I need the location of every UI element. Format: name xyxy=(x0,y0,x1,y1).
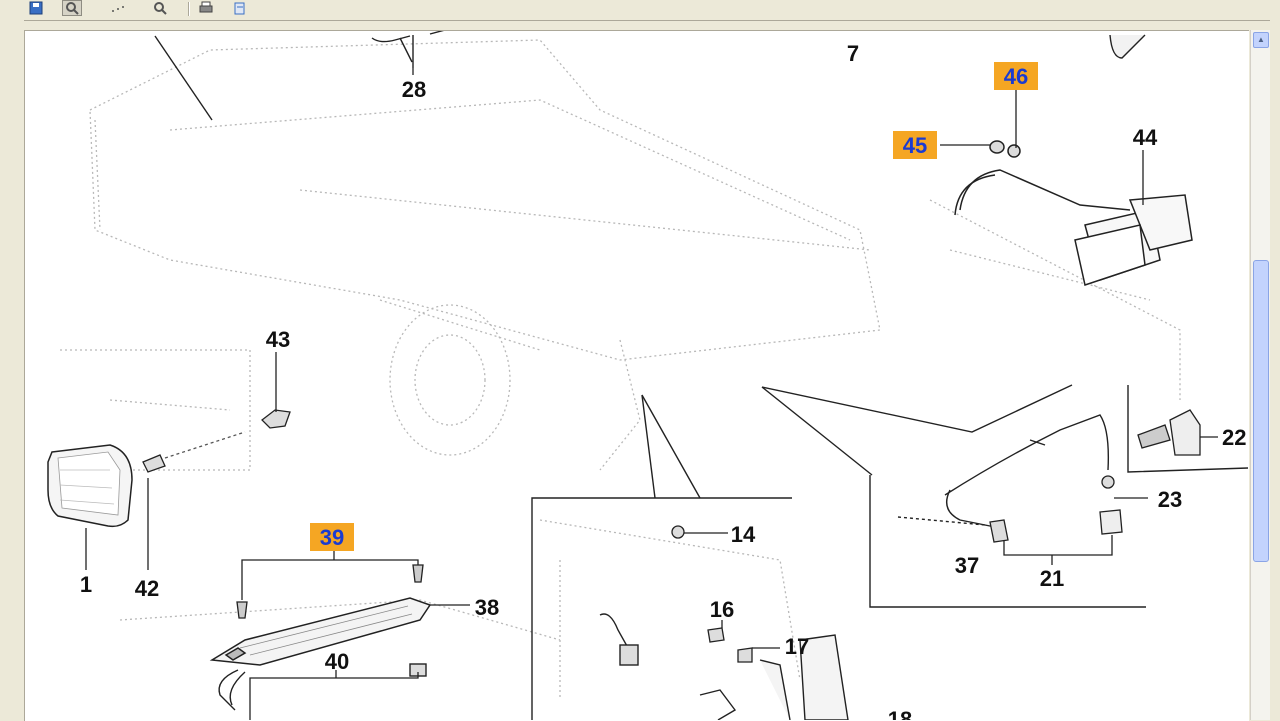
inset-box-right xyxy=(761,384,1249,608)
callout-7[interactable]: 7 xyxy=(847,41,859,66)
dots-icon xyxy=(112,6,124,12)
callout-22[interactable]: 22 xyxy=(1222,425,1246,450)
callout-18[interactable]: 18 xyxy=(888,707,912,720)
hotspot-icon xyxy=(154,2,167,15)
export-icon xyxy=(234,2,245,15)
part-22-bulb-holder xyxy=(1137,409,1201,456)
print-icon xyxy=(199,1,213,13)
part-37-socket xyxy=(989,519,1009,543)
part-44-lamp xyxy=(954,140,1193,286)
scroll-up-button[interactable]: ▲ xyxy=(1253,32,1269,48)
part-28-clip xyxy=(371,31,444,68)
callout-21[interactable]: 21 xyxy=(1040,566,1064,591)
hotspot-button[interactable] xyxy=(150,0,170,16)
highlight-39 xyxy=(310,523,354,551)
part-23-grommet xyxy=(1099,475,1123,535)
callout-14[interactable]: 14 xyxy=(731,522,756,547)
callout-16[interactable]: 16 xyxy=(710,597,734,622)
leader-line xyxy=(154,35,213,121)
print-button[interactable] xyxy=(196,0,216,16)
window-frame-left xyxy=(0,20,24,720)
callout-42[interactable]: 42 xyxy=(135,576,159,601)
part-17-bulb xyxy=(737,647,753,663)
scroll-thumb[interactable] xyxy=(1253,260,1269,562)
toolbar xyxy=(0,0,1280,21)
part-42-screw xyxy=(142,431,246,473)
vertical-scrollbar[interactable]: ▲ xyxy=(1250,30,1271,720)
part-14-bolt xyxy=(671,525,685,539)
toolbar-separator xyxy=(188,2,190,16)
callout-38[interactable]: 38 xyxy=(475,595,499,620)
leader-lines xyxy=(85,68,1218,720)
save-icon xyxy=(29,1,43,15)
export-button[interactable] xyxy=(230,0,250,16)
callout-23[interactable]: 23 xyxy=(1158,487,1182,512)
zoom-button[interactable] xyxy=(62,0,82,16)
callout-43[interactable]: 43 xyxy=(266,327,290,352)
part-1-headlamp xyxy=(47,444,133,528)
callout-1[interactable]: 1 xyxy=(80,572,92,597)
callout-17[interactable]: 17 xyxy=(785,634,809,659)
part-7-bracket xyxy=(1109,34,1146,59)
save-button[interactable] xyxy=(26,0,46,16)
callout-39[interactable]: 39 xyxy=(320,525,344,550)
callout-46[interactable]: 46 xyxy=(1004,64,1028,89)
callout-40[interactable]: 40 xyxy=(325,649,349,674)
highlight-46 xyxy=(994,62,1038,90)
highlight-boxes xyxy=(310,62,1038,551)
vehicle-outline xyxy=(60,39,1181,700)
zoom-icon xyxy=(66,2,79,15)
inset-box-lower-center xyxy=(531,394,849,720)
window-frame-right xyxy=(1270,20,1280,720)
callout-44[interactable]: 44 xyxy=(1133,125,1158,150)
part-16-bolt xyxy=(707,627,725,643)
part-43-clip xyxy=(261,409,291,429)
callout-28[interactable]: 28 xyxy=(402,77,426,102)
highlight-45 xyxy=(893,131,937,159)
callout-37[interactable]: 37 xyxy=(955,553,979,578)
diagram-canvas[interactable] xyxy=(24,30,1249,721)
callout-45[interactable]: 45 xyxy=(903,133,927,158)
hotspot-dots-button[interactable] xyxy=(110,0,130,16)
part-39-screws xyxy=(236,564,424,619)
